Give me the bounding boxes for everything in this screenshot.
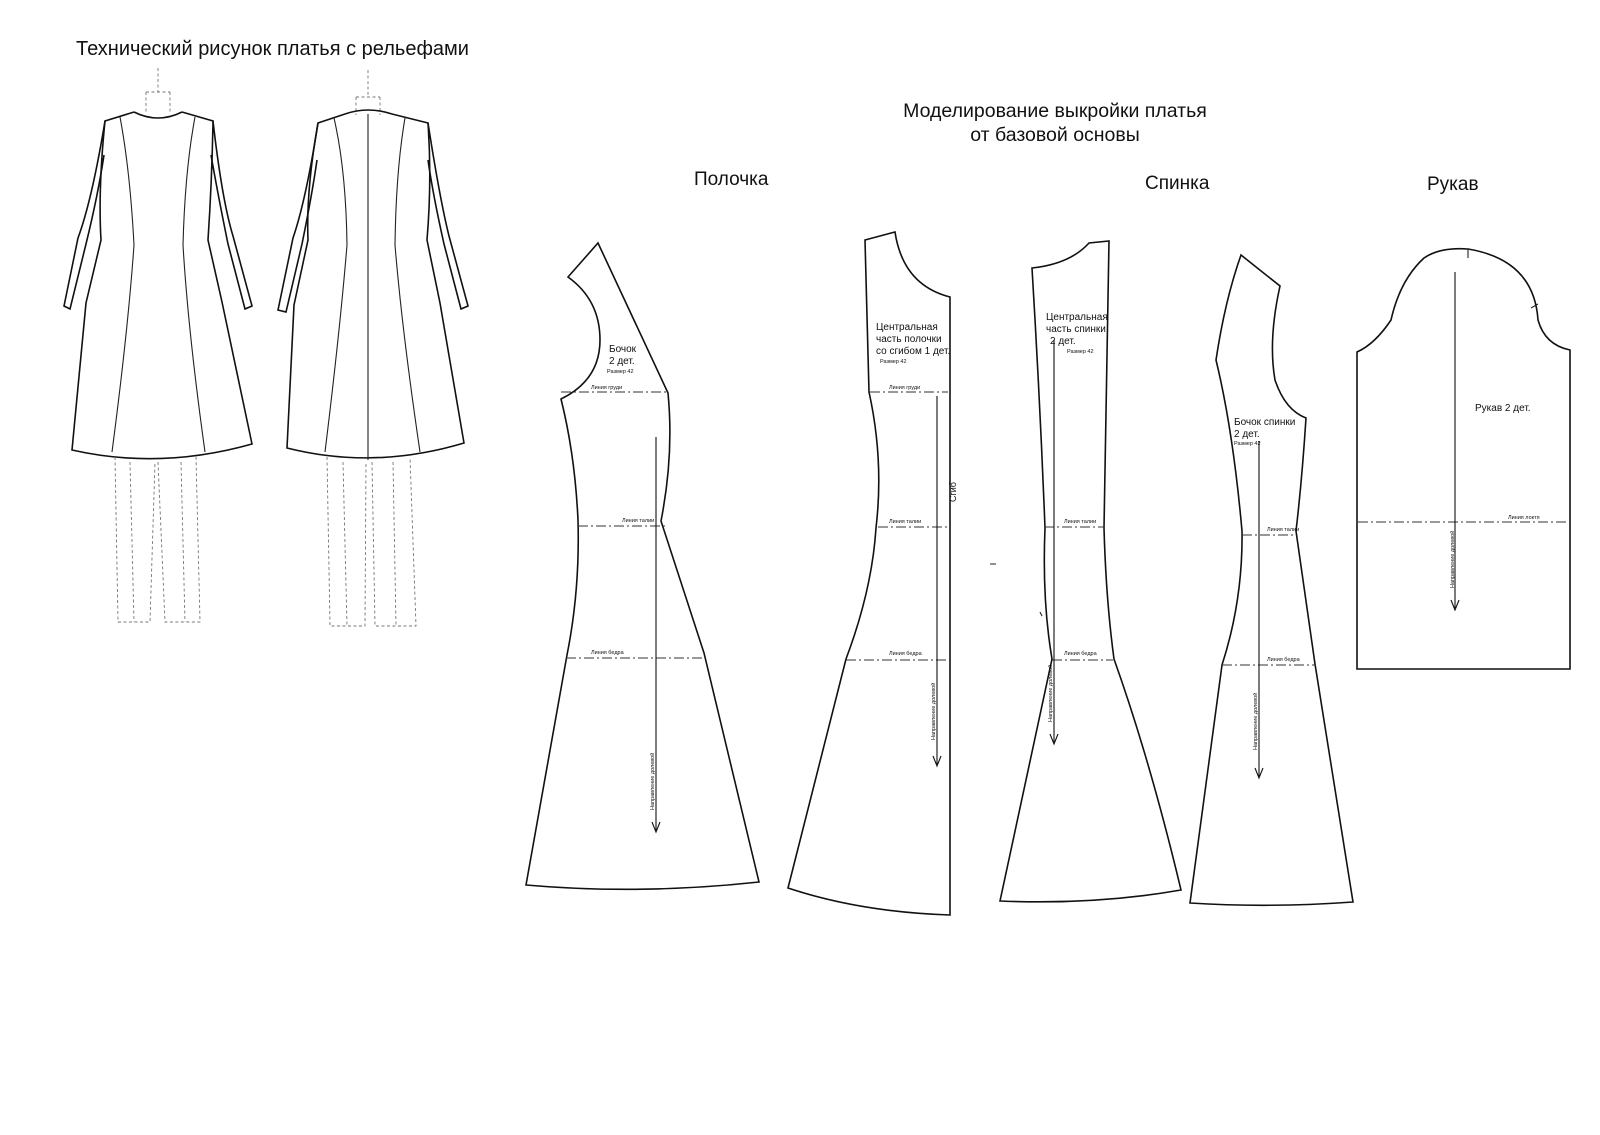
back-center-name-3: 2 дет. [1050, 336, 1076, 347]
back-side-waist-label: Линия талии [1267, 527, 1299, 533]
back-right-sleeve [427, 122, 469, 311]
front-side-name-2: 2 дет. [609, 356, 635, 367]
sleeve-heading: Рукав [1427, 174, 1479, 195]
front-side-outline [525, 241, 760, 891]
back-collar-guide [355, 70, 381, 115]
tech-drawing-title: Технический рисунок платья с рельефами [76, 38, 469, 60]
front-side-waist-label: Линия талии [622, 518, 654, 524]
sleeve-outline [1356, 247, 1571, 670]
front-heading: Полочка [694, 169, 769, 190]
front-center-fold-label: Сгиб [948, 482, 958, 502]
front-side-grain-label: Направление долевой [649, 753, 656, 810]
front-side-name-1: Бочок [609, 344, 637, 355]
back-side-name-1: Бочок спинки [1234, 417, 1295, 428]
back-heading: Спинка [1145, 173, 1210, 194]
dress-front-view [63, 68, 253, 623]
sleeve-notches [1467, 249, 1539, 309]
front-side-bust-label: Линия груди [591, 385, 622, 391]
front-center-name-1: Центральная [876, 322, 938, 333]
front-right-sleeve [210, 120, 253, 311]
modeling-title: Моделирование выкройки платья от базовой… [870, 99, 1240, 147]
front-side-grain-arrow [651, 437, 661, 834]
back-center-waist-label: Линия талии [1064, 519, 1096, 525]
back-left-sleeve [277, 122, 319, 313]
back-center-outline [999, 240, 1182, 903]
pattern-back-side: Бочок спинки 2 дет. Размер 42 Линия тали… [1189, 253, 1354, 907]
back-legs-guide [326, 456, 417, 627]
back-center-name-2: часть спинки [1046, 324, 1106, 335]
back-center-hip-label: Линия бедра [1064, 651, 1098, 657]
front-center-name-2: часть полочки [876, 334, 942, 345]
sleeve-grain-label: Направление долевой [1449, 531, 1456, 588]
front-neckline [133, 111, 183, 119]
front-right-relief-seam [182, 116, 206, 453]
sleeve-grain-arrow [1450, 272, 1460, 612]
back-right-relief-seam [394, 117, 421, 453]
modeling-title-line1: Моделирование выкройки платья [903, 100, 1207, 122]
back-left-relief-seam [324, 117, 348, 453]
front-center-hip-label: Линия бедра [889, 651, 923, 657]
front-center-outline [787, 230, 951, 916]
front-center-grain-label: Направление долевой [930, 683, 937, 740]
pattern-sleeve: Рукав 2 дет. Линия локтя Направление дол… [1356, 247, 1571, 670]
sleeve-elbow-label: Линия локтя [1508, 515, 1540, 521]
back-side-hip-label: Линия бедра [1267, 657, 1301, 663]
modeling-title-line2: от базовой основы [970, 124, 1140, 146]
back-side-name-2: 2 дет. [1234, 429, 1260, 440]
front-center-size: Размер 42 [880, 359, 907, 365]
stray-marks [990, 563, 1043, 617]
front-side-hip-label: Линия бедра [591, 650, 625, 656]
back-silhouette [286, 113, 465, 459]
front-silhouette [71, 111, 253, 460]
sleeve-name: Рукав 2 дет. [1475, 403, 1531, 414]
back-center-grain-label: Направление долевой [1047, 665, 1054, 722]
front-legs-guide [114, 456, 201, 623]
dress-back-view [277, 70, 469, 627]
pattern-front-side: Бочок 2 дет. Размер 42 Линия груди Линия… [525, 241, 760, 891]
back-center-name-1: Центральная [1046, 312, 1108, 323]
back-center-size: Размер 42 [1067, 349, 1094, 355]
back-side-grain-arrow [1254, 441, 1264, 780]
front-left-sleeve [63, 120, 106, 311]
pattern-back-center: Центральная часть спинки 2 дет. Размер 4… [999, 240, 1182, 903]
back-center-grain-arrow [1049, 340, 1059, 746]
front-side-size: Размер 42 [607, 369, 634, 375]
front-center-bust-label: Линия груди [889, 385, 920, 391]
back-side-size: Размер 42 [1234, 441, 1261, 447]
back-side-grain-label: Направление долевой [1252, 693, 1259, 750]
front-center-waist-label: Линия талии [889, 519, 921, 525]
back-side-outline [1189, 253, 1354, 907]
pattern-front-center: Центральная часть полочки со сгибом 1 де… [787, 230, 958, 916]
front-collar-guide [145, 68, 171, 113]
back-neckline [344, 109, 393, 115]
front-center-grain-arrow [932, 396, 942, 768]
front-center-name-3: со сгибом 1 дет. [876, 345, 950, 357]
front-left-relief-seam [111, 116, 135, 453]
